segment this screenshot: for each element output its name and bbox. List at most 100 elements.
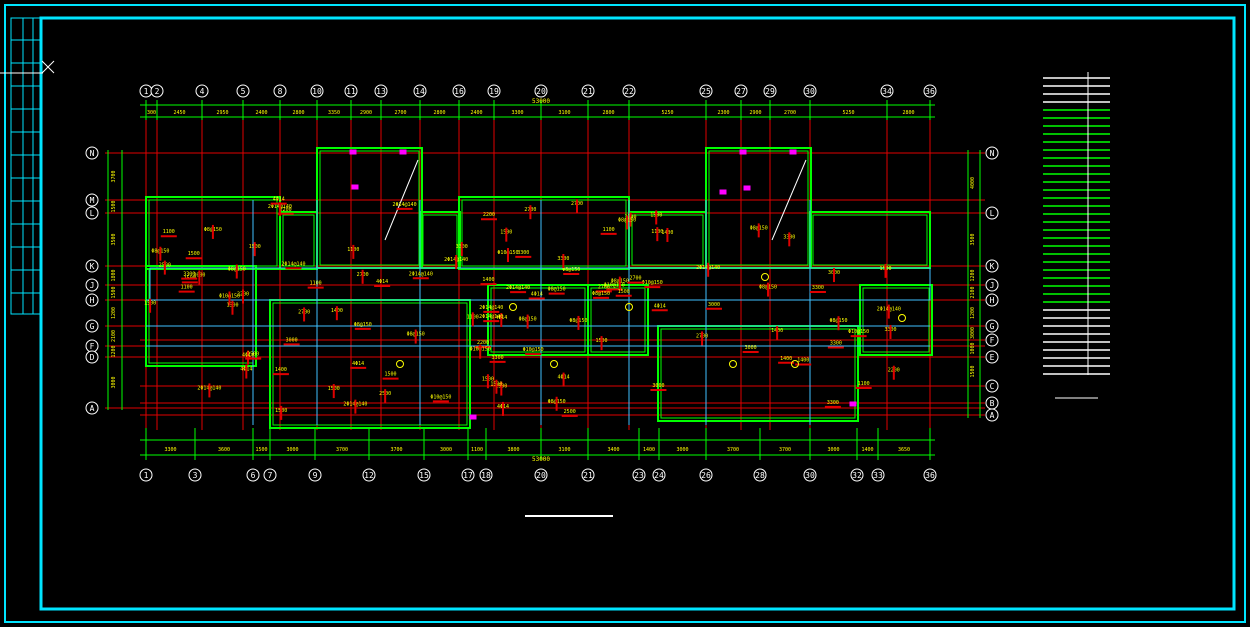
drawing-frame <box>4 4 1246 623</box>
rebar-label: Φ8@150 <box>548 287 566 293</box>
axis-bubble-bottom-label: 36 <box>925 471 935 480</box>
column-marker-icon <box>729 360 737 368</box>
axis-bubble-bottom <box>534 468 548 482</box>
magenta-tag <box>349 149 357 155</box>
rebar-label: Φ10@150 <box>523 347 544 353</box>
axis-bubble-top <box>236 84 250 98</box>
axis-bubble-left <box>85 293 99 307</box>
wall-room-inner <box>272 302 468 426</box>
wall-room-inner <box>631 214 704 266</box>
dim-bottom-value: 3700 <box>779 447 791 453</box>
rebar-label: Φ10@150 <box>430 394 451 400</box>
axis-bubble-top-label: 36 <box>925 87 935 96</box>
dim-left-value: 2100 <box>111 330 117 342</box>
rebar-label: 2Φ14@140 <box>281 261 305 267</box>
axis-bubble-top <box>452 84 466 98</box>
axis-bubble-top <box>923 84 937 98</box>
axis-bubble-top-label: 21 <box>583 87 593 96</box>
rebar-label: Φ8@150 <box>562 267 580 273</box>
dim-right-value: 1200 <box>970 307 976 319</box>
dim-top-value: 2800 <box>292 110 304 116</box>
axis-bubble-top-label: 8 <box>278 87 283 96</box>
dim-top-value: 2450 <box>173 110 185 116</box>
axis-bubble-bottom-label: 7 <box>268 471 273 480</box>
dim-top-value: 5250 <box>661 110 673 116</box>
axis-bubble-right <box>985 278 999 292</box>
axis-bubble-top <box>344 84 358 98</box>
axis-bubble-left <box>85 146 99 160</box>
wall-room-inner <box>319 150 420 266</box>
rebar-label: 1500 <box>618 289 630 295</box>
axis-bubble-top-label: 34 <box>882 87 892 96</box>
dim-right-value: 3500 <box>970 233 976 245</box>
dim-right-value: 4000 <box>970 177 976 189</box>
axis-bubble-left <box>85 319 99 333</box>
rebar-label: Φ10@150 <box>642 280 663 286</box>
axis-bubble-right <box>985 350 999 364</box>
axis-bubble-right <box>985 146 999 160</box>
wall-room-inner <box>461 199 627 267</box>
axis-bubble-top <box>150 84 164 98</box>
rebar-label: 2Φ14@140 <box>409 271 433 277</box>
wall-room-inner <box>490 287 586 353</box>
axis-bubble-left-label: J <box>90 281 95 290</box>
dim-right-value: 2100 <box>970 286 976 298</box>
axis-bubble-top-label: 2 <box>155 87 160 96</box>
column-marker-icon <box>625 303 633 311</box>
axis-bubble-top-label: 19 <box>489 87 499 96</box>
axis-bubble-top <box>273 84 287 98</box>
axis-bubble-bottom-label: 20 <box>536 471 546 480</box>
wall-room-inner <box>708 150 809 266</box>
dim-top-value: 3350 <box>328 110 340 116</box>
axis-bubble-right-label: N <box>990 149 995 158</box>
rebar-label: 3000 <box>652 383 664 389</box>
wall-room-inner <box>590 287 646 353</box>
axis-bubble-bottom <box>923 468 937 482</box>
axis-bubble-bottom-label: 6 <box>251 471 256 480</box>
axis-bubble-left-label: A <box>90 404 95 413</box>
rebar-label: 1100 <box>181 285 193 291</box>
axis-bubble-right-label: H <box>990 296 995 305</box>
wall-room-inner <box>282 214 315 267</box>
axis-bubble-bottom-label: 21 <box>583 471 593 480</box>
dim-right-value: 1000 <box>970 342 976 354</box>
rebar-label: 2500 <box>247 352 259 358</box>
beam-lines <box>146 149 930 425</box>
stair-diagonal <box>384 159 419 241</box>
dim-right-value: 3000 <box>970 327 976 339</box>
dim-left-value: 3000 <box>111 376 117 388</box>
rebar-label: 1100 <box>310 281 322 287</box>
dim-bottom-value: 3000 <box>676 447 688 453</box>
axis-bubble-top <box>763 84 777 98</box>
dim-bottom-value: 3400 <box>607 447 619 453</box>
rebar-label: 3300 <box>492 355 504 361</box>
axis-bubble-left <box>85 259 99 273</box>
rebar-label: Φ10@150 <box>848 329 869 335</box>
axis-bubble-left <box>85 206 99 220</box>
magenta-tag <box>469 414 477 420</box>
axis-bubble-right-label: C <box>990 382 995 391</box>
wall-room-inner <box>812 214 928 266</box>
axis-bubble-bottom <box>461 468 475 482</box>
axis-bubble-top-label: 10 <box>312 87 322 96</box>
dim-top-value: 2400 <box>470 110 482 116</box>
axis-bubble-right-label: E <box>990 353 995 362</box>
axis-bubble-bottom <box>188 468 202 482</box>
axis-bubble-bottom-label: 33 <box>873 471 883 480</box>
dim-left-value: 1200 <box>111 307 117 319</box>
dim-top-value: 300 <box>147 110 156 116</box>
inner-border <box>39 16 1236 611</box>
rebar-annotations: Φ8@1502Φ14@14027001500140022002200110015… <box>144 197 906 517</box>
wall-room-inner <box>862 287 930 353</box>
dim-top-value: 5250 <box>842 110 854 116</box>
axis-bubble-top <box>622 84 636 98</box>
rebar-label: 2200 <box>280 207 292 213</box>
axis-bubble-top <box>581 84 595 98</box>
magenta-tag <box>719 189 727 195</box>
dim-top-value: 2800 <box>602 110 614 116</box>
axis-bubble-right-label: L <box>990 209 995 218</box>
dim-top-value: 2400 <box>255 110 267 116</box>
axis-bubble-bottom <box>139 468 153 482</box>
rebar-label: 2700 <box>629 276 641 282</box>
